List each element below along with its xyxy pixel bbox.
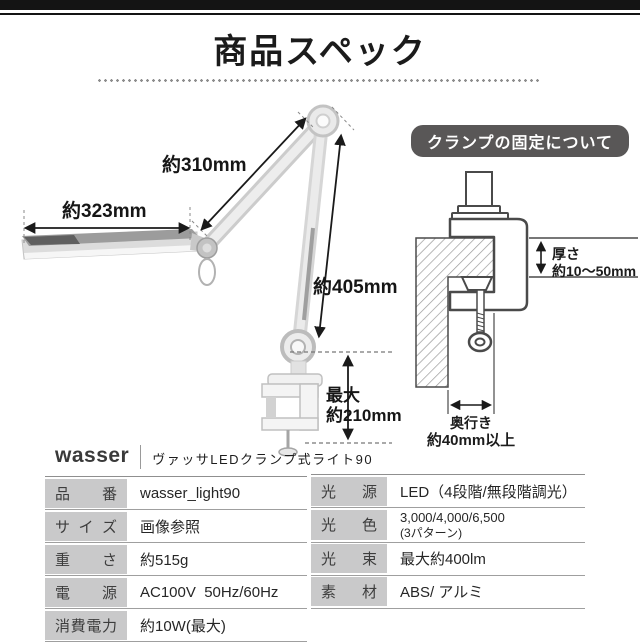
clamp-fixing-diagram: 厚さ 約10〜50mm 奥行き 約40mm以上 [415,171,638,449]
product-name: ヴァッサLEDクランプ式ライト90 [152,452,374,467]
label-head-width: 約323mm [62,199,147,222]
brand-separator [140,445,142,469]
clamp-pad [460,276,494,291]
spec-value-line2: (3パターン) [400,525,463,540]
label-lower-arm: 約405mm [313,275,398,298]
spec-value: 画像参照 [140,518,201,536]
table-row: 光束 最大約400lm [311,543,585,576]
table-row: 素材 ABS/ アルミ [311,576,585,609]
spec-table-right: 光源 LED（4段階/無段階調光） 光色 3,000/4,000/6,500 (… [311,474,585,609]
clamp-pole [465,171,493,211]
spec-value: AC100V 50Hz/60Hz [140,583,279,601]
label-thickness-2: 約10〜50mm [552,263,636,279]
label-upper-arm: 約310mm [162,153,247,176]
clamp-screw-handle [467,331,493,353]
spec-label: 光源 [321,483,377,501]
label-thickness-1: 厚さ [552,246,580,262]
arrow-upper-arm [200,117,307,231]
spec-value-line1: 3,000/4,000/6,500 [400,510,505,525]
lamp-head [21,229,210,260]
clamp-info-badge: クランプの固定について [411,125,629,157]
spec-label: 素材 [321,584,377,602]
spec-value: ABS/ アルミ [400,584,484,602]
lamp-cord-loop [198,258,216,286]
table-row: 光色 3,000/4,000/6,500 (3パターン) [311,508,585,543]
label-pole-max-2: 約210mm [326,405,402,425]
lamp-clamp-base [261,360,323,457]
arrow-lower-arm [314,133,346,339]
spec-value: 約10W(最大) [140,617,226,635]
spec-value: 3,000/4,000/6,500 (3パターン) [387,508,585,542]
spec-label: 重さ [55,551,117,569]
label-depth-2: 約40mm以上 [427,431,515,449]
spec-value: 約515g [140,551,189,569]
table-row: 電源 AC100V 50Hz/60Hz [45,576,307,609]
spec-table-left: 品番 wasser_light90 サイズ 画像参照 重さ 約515g 電源 A… [45,476,307,642]
top-black-bar [0,0,640,10]
table-row: 消費電力 約10W(最大) [45,609,307,642]
top-thin-line [0,13,640,15]
clamp-body [448,217,529,312]
table-row: 重さ 約515g [45,543,307,576]
spec-value: LED（4段階/無段階調光） [400,483,577,501]
table-row: 品番 wasser_light90 [45,477,307,510]
spec-label: 電源 [55,584,117,602]
spec-label: 光束 [321,551,377,569]
table-row: サイズ 画像参照 [45,510,307,543]
lamp-and-clamp-diagram: 約323mm 約310mm 約405mm 最大 約210mm [21,104,638,457]
spec-label: 消費電力 [55,617,117,635]
dotted-divider [98,79,542,82]
page-title: 商品スペック [213,33,427,71]
brand-logo: wasser [55,444,130,467]
spec-label: サイズ [55,518,117,536]
lamp-illustration: 約323mm 約310mm 約405mm 最大 約210mm [21,104,402,457]
label-pole-max-1: 最大 [326,385,360,405]
spec-value: wasser_light90 [140,484,241,502]
brand-row: wasser ヴァッサLEDクランプ式ライト90 [55,444,374,469]
spec-value: 最大約400lm [400,551,486,569]
spec-label: 光色 [321,517,377,535]
label-depth-1: 奥行き [450,415,492,431]
spec-label: 品番 [55,485,117,503]
table-row: 光源 LED（4段階/無段階調光） [311,475,585,508]
